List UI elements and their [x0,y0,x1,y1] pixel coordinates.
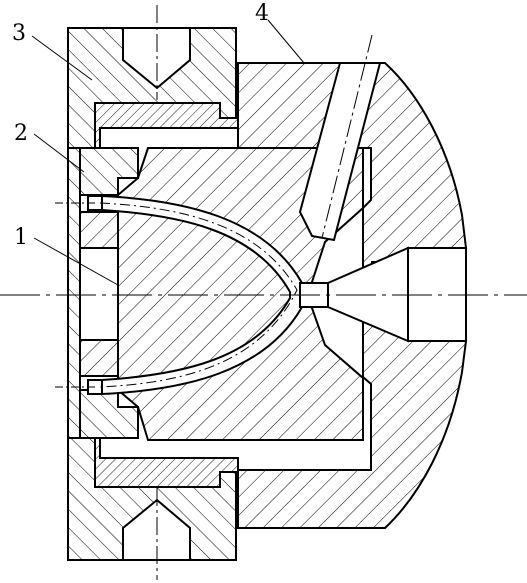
leader-part-1 [33,237,119,286]
nozzle-bore [407,247,467,342]
insert-ring-top [94,102,239,149]
retaining-block-bottom [79,339,119,377]
angled-pin [298,62,382,242]
pin-axis [321,34,373,239]
leader-part-4 [267,19,305,64]
leader-part-2 [33,133,85,173]
callout-1: 1 [14,225,28,250]
sleeve-top-part-2 [79,147,139,196]
retaining-block-top [79,211,119,249]
runner-centerline [99,202,298,388]
callout-3: 3 [12,21,26,46]
clamp-plate-wall [67,147,81,439]
mold-plate-part-4 [237,62,468,529]
callout-2: 2 [14,121,28,146]
callout-4: 4 [255,1,269,26]
insert-ring-bottom [94,437,239,488]
leader-part-3 [31,35,93,81]
